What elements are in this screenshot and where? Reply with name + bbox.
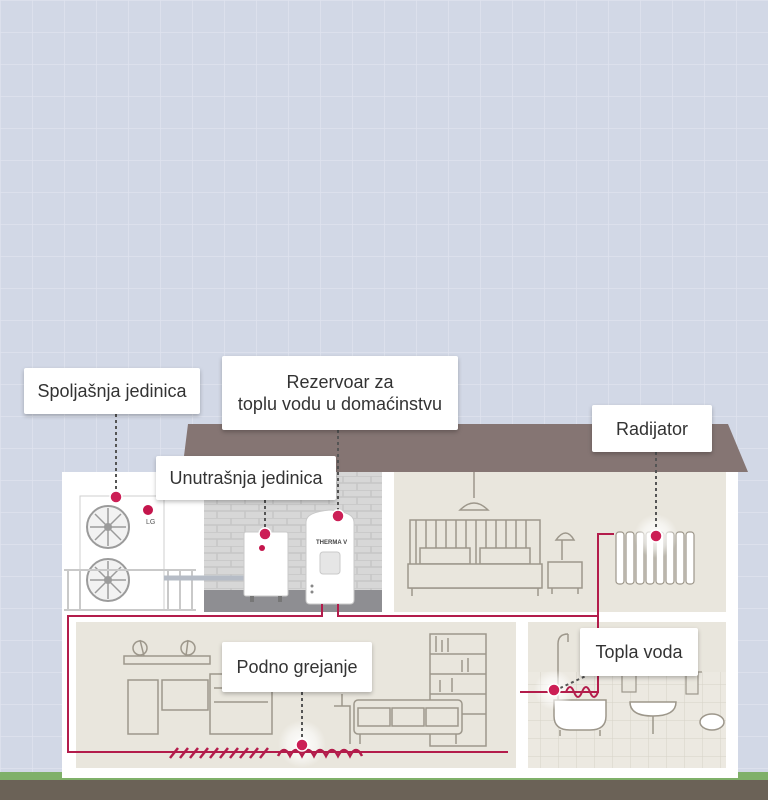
label-indoor-unit: Unutrašnja jedinica	[156, 456, 336, 500]
callout-lines	[115, 414, 657, 744]
indoor-unit	[243, 531, 289, 602]
lg-logo-icon	[259, 545, 265, 551]
indoor-unit-dot[interactable]	[258, 527, 272, 541]
label-outdoor-unit-text: Spoljašnja jedinica	[37, 381, 187, 401]
lamp-icon	[458, 472, 583, 594]
tank-brand-text: THERMA V	[316, 540, 347, 546]
hot-water-dot[interactable]	[547, 683, 561, 697]
label-radiator: Radijator	[592, 405, 712, 452]
label-hot-water-text: Topla voda	[595, 642, 683, 662]
sofa-icon	[334, 694, 463, 744]
outdoor-unit: LG	[79, 495, 165, 611]
label-outdoor-unit: Spoljašnja jedinica	[24, 368, 200, 414]
bed-icon	[407, 519, 543, 596]
fence	[64, 569, 196, 611]
label-water-tank-line1: Rezervoar za	[286, 372, 394, 392]
label-hot-water: Topla voda	[580, 628, 698, 676]
utility-floor	[204, 590, 382, 612]
label-radiator-text: Radijator	[615, 418, 689, 439]
outdoor-unit-dot[interactable]	[109, 490, 123, 504]
radiator-dot[interactable]	[649, 529, 663, 543]
outdoor-lg-text: LG	[146, 519, 155, 526]
fan-icon	[86, 505, 130, 549]
water-tank: THERMA V	[305, 509, 355, 605]
label-water-tank-line2: toplu vodu u domaćinstvu	[237, 394, 443, 414]
tank-dot[interactable]	[331, 509, 345, 523]
label-floor-heating-text: Podno grejanje	[236, 657, 358, 677]
sink-icon	[629, 701, 725, 734]
soil	[0, 780, 768, 800]
label-water-tank: Rezervoar za toplu vodu u domaćinstvu	[222, 356, 458, 430]
bathtub-icon	[553, 633, 607, 736]
label-indoor-unit-text: Unutrašnja jedinica	[169, 468, 323, 488]
lg-logo-icon	[143, 505, 153, 515]
floor-heating-dot[interactable]	[295, 738, 309, 752]
shelf-icon	[429, 633, 487, 747]
fan-icon	[86, 558, 130, 602]
label-floor-heating: Podno grejanje	[222, 642, 372, 692]
